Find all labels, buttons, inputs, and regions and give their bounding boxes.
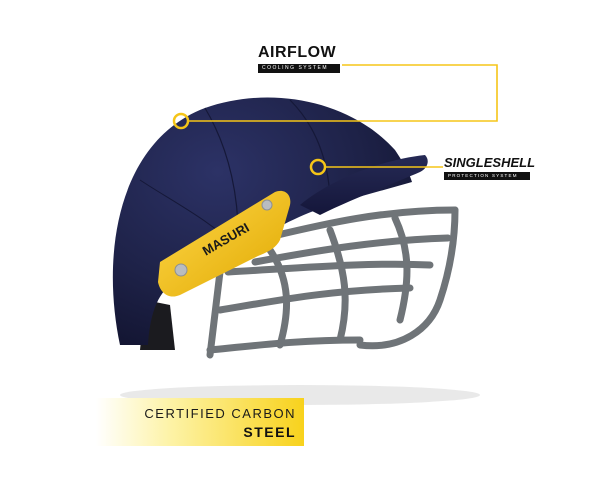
certified-steel-badge: CERTIFIED CARBON STEEL	[96, 398, 304, 446]
airflow-title: AIRFLOW	[258, 44, 337, 61]
badge-line2: STEEL	[243, 424, 296, 440]
singleshell-callout	[309, 158, 443, 176]
singleshell-title: SINGLESHELL	[444, 155, 536, 170]
airflow-callout	[172, 64, 498, 130]
singleshell-label: SINGLESHELL PROTECTION SYSTEM	[444, 155, 536, 180]
face-grille	[206, 206, 459, 359]
helmet-peak	[300, 155, 428, 215]
singleshell-subtitle: PROTECTION SYSTEM	[444, 172, 530, 180]
badge-line1: CERTIFIED CARBON	[144, 406, 296, 421]
airflow-label: AIRFLOW COOLING SYSTEM	[258, 44, 340, 73]
airflow-subtitle: COOLING SYSTEM	[258, 64, 340, 73]
side-clip: MASURI	[158, 190, 291, 297]
